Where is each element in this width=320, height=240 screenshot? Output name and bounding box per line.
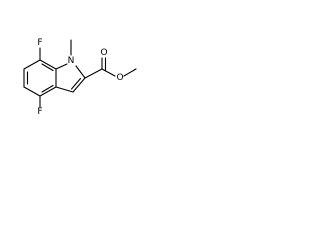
atom-fluorine-bottom: F xyxy=(37,107,42,117)
bond-c4-c5 xyxy=(23,86,41,97)
bond-carbonyl-carbon-ether-o xyxy=(101,68,116,77)
atom-nitrogen: N xyxy=(68,56,75,66)
atom-fluorine-top: F xyxy=(37,38,42,48)
double-bond-c7-c7a xyxy=(41,63,54,72)
bond-ether-o-methyl xyxy=(123,68,137,77)
bond-c2-carbonyl-carbon xyxy=(84,68,103,79)
double-bond-c3a-c4 xyxy=(41,84,54,93)
bond-c3a-c4 xyxy=(39,86,57,97)
skeletal-formula: F N F O O xyxy=(23,38,137,117)
atom-oxygen-ester: O xyxy=(116,73,123,83)
bond-c7a-n1 xyxy=(55,63,68,70)
bond-c2-c3 xyxy=(72,77,86,93)
bond-c7-c7a xyxy=(39,59,57,70)
bond-c6-c7 xyxy=(23,59,41,70)
molecule-structure: F N F O O xyxy=(0,0,152,152)
double-bond-c2-c3 xyxy=(70,77,82,90)
bond-c3-c3a xyxy=(55,86,74,93)
bond-n1-c2 xyxy=(75,65,86,79)
atom-oxygen-carbonyl: O xyxy=(100,48,107,58)
